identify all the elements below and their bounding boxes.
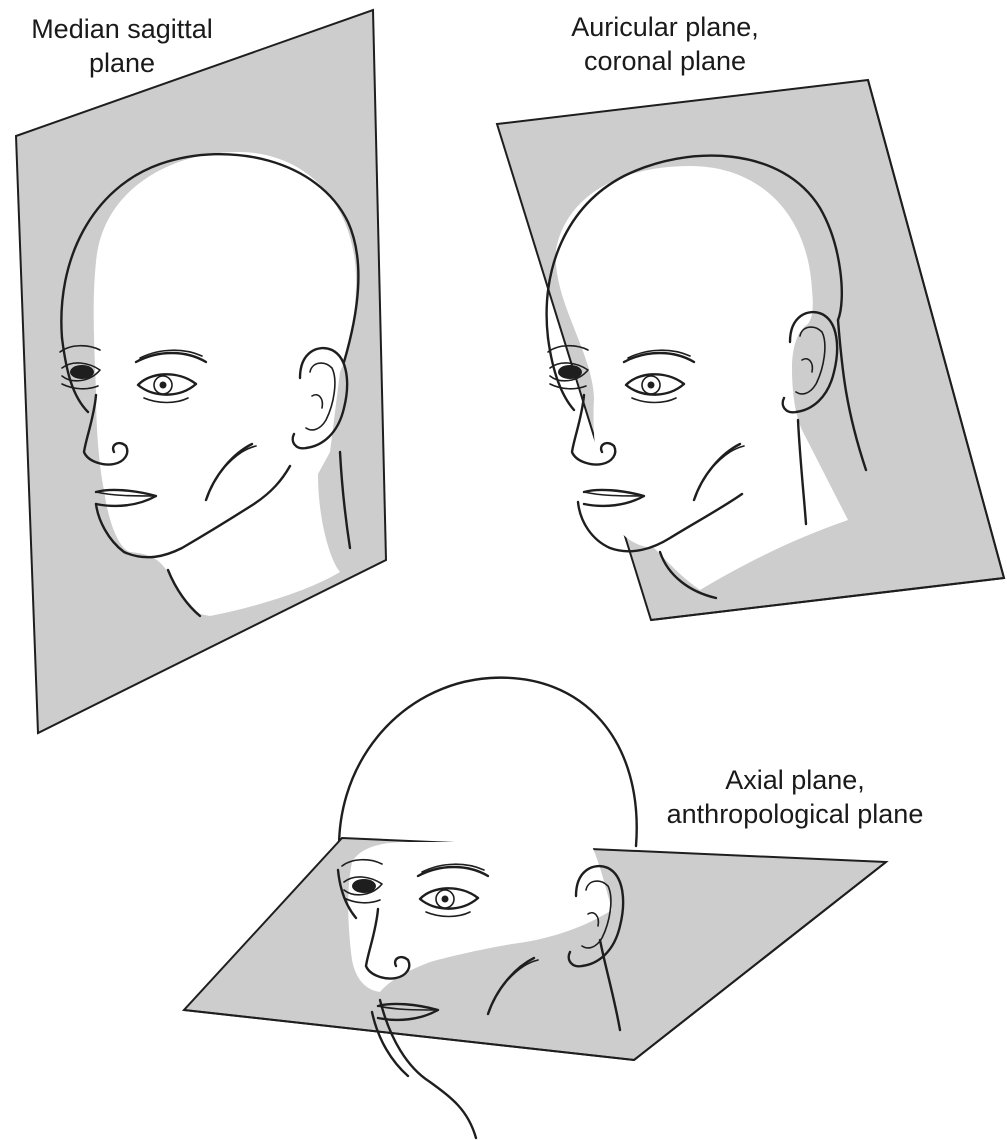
axial-plane-label-line2: anthropological plane [625, 797, 965, 831]
coronal-plane-label-line2: coronal plane [540, 44, 790, 78]
axial-plane-label: Axial plane, anthropological plane [625, 763, 965, 831]
coronal-plane-label: Auricular plane, coronal plane [540, 10, 790, 78]
sagittal-plane-panel [16, 10, 386, 733]
sagittal-plane-label-line1: Median sagittal [8, 12, 236, 46]
coronal-plane-label-line1: Auricular plane, [540, 10, 790, 44]
axial-plane-label-line1: Axial plane, [625, 763, 965, 797]
sagittal-plane-label: Median sagittal plane [8, 12, 236, 80]
coronal-plane-panel [497, 80, 1004, 620]
axial-plane-panel [184, 676, 886, 1138]
sagittal-plane-label-line2: plane [8, 46, 236, 80]
